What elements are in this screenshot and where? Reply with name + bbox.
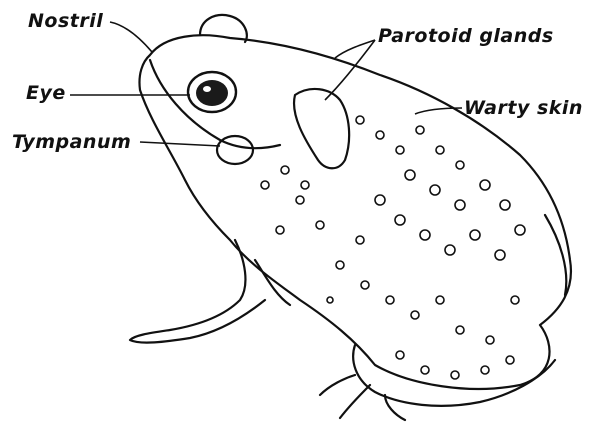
label-nostril: Nostril: [28, 12, 103, 31]
hind-leg: [353, 345, 555, 406]
tympanum-shape: [217, 136, 253, 164]
leader-tympanum: [140, 142, 220, 146]
leader-nostril: [110, 22, 152, 52]
warts: [261, 116, 525, 379]
eye-shape: [188, 72, 236, 112]
parotoid-gland: [294, 89, 349, 168]
label-warty-skin: Warty skin: [464, 99, 583, 118]
label-parotoid-glands: Parotoid glands: [378, 27, 554, 46]
label-eye: Eye: [26, 84, 66, 103]
front-leg-inner: [255, 260, 290, 305]
label-tympanum: Tympanum: [12, 133, 131, 152]
